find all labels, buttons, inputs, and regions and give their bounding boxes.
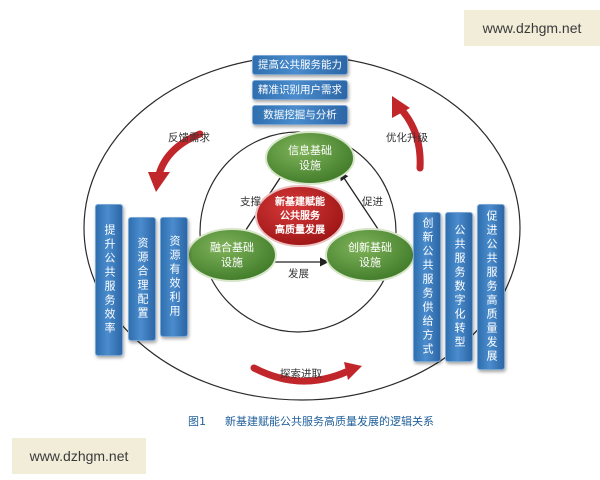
center-label: 新基建赋能 公共服务 高质量发展	[265, 196, 335, 238]
top-box-3: 数据挖掘与分析	[252, 105, 348, 125]
node-info-label: 信息基础 设施	[275, 143, 345, 173]
center-line-3: 高质量发展	[275, 225, 325, 236]
center-line-2: 公共服务	[280, 211, 320, 222]
left-column-1: 提升公共服务效率	[95, 204, 123, 356]
watermark-top: www.dzhgm.net	[464, 10, 600, 46]
left-column-2: 资源合理配置	[128, 217, 156, 341]
figure-number: 图1	[188, 415, 206, 428]
explore-label: 探索进取	[280, 368, 322, 380]
watermark-bottom: www.dzhgm.net	[12, 438, 146, 474]
promote-label: 促进	[362, 196, 383, 208]
node-info-line-1: 信息基础	[288, 144, 332, 157]
feedback-label: 反馈需求	[168, 132, 210, 144]
center-line-1: 新基建赋能	[275, 197, 325, 208]
node-info-infrastructure	[265, 131, 355, 185]
node-fusion-infrastructure	[187, 228, 277, 282]
center-node	[255, 185, 345, 247]
figure-title: 新基建赋能公共服务高质量发展的逻辑关系	[225, 415, 434, 428]
explore-arrow	[250, 364, 350, 385]
node-innovation-line-1: 创新基础	[348, 241, 392, 254]
left-column-3: 资源有效利用	[160, 217, 188, 337]
support-label: 支撑	[240, 196, 261, 208]
node-info-line-2: 设施	[299, 159, 321, 172]
top-box-1: 提高公共服务能力	[252, 55, 348, 75]
top-box-2: 精准识别用户需求	[252, 80, 348, 100]
right-column-2: 公共服务数字化转型	[445, 212, 473, 362]
optimize-arrow	[396, 104, 424, 172]
node-innovation-label: 创新基础 设施	[335, 240, 405, 270]
right-column-3: 促进公共服务高质量发展	[477, 204, 505, 370]
optimize-label: 优化升级	[386, 132, 428, 144]
develop-label: 发展	[288, 268, 309, 280]
node-fusion-line-1: 融合基础	[210, 241, 254, 254]
promote-arrow	[339, 171, 383, 236]
node-fusion-label: 融合基础 设施	[197, 240, 267, 270]
right-column-1: 创新公共服务供给方式	[413, 212, 441, 362]
node-fusion-line-2: 设施	[221, 256, 243, 269]
node-innovation-line-2: 设施	[359, 256, 381, 269]
figure-caption: 图1 新基建赋能公共服务高质量发展的逻辑关系	[188, 413, 434, 429]
